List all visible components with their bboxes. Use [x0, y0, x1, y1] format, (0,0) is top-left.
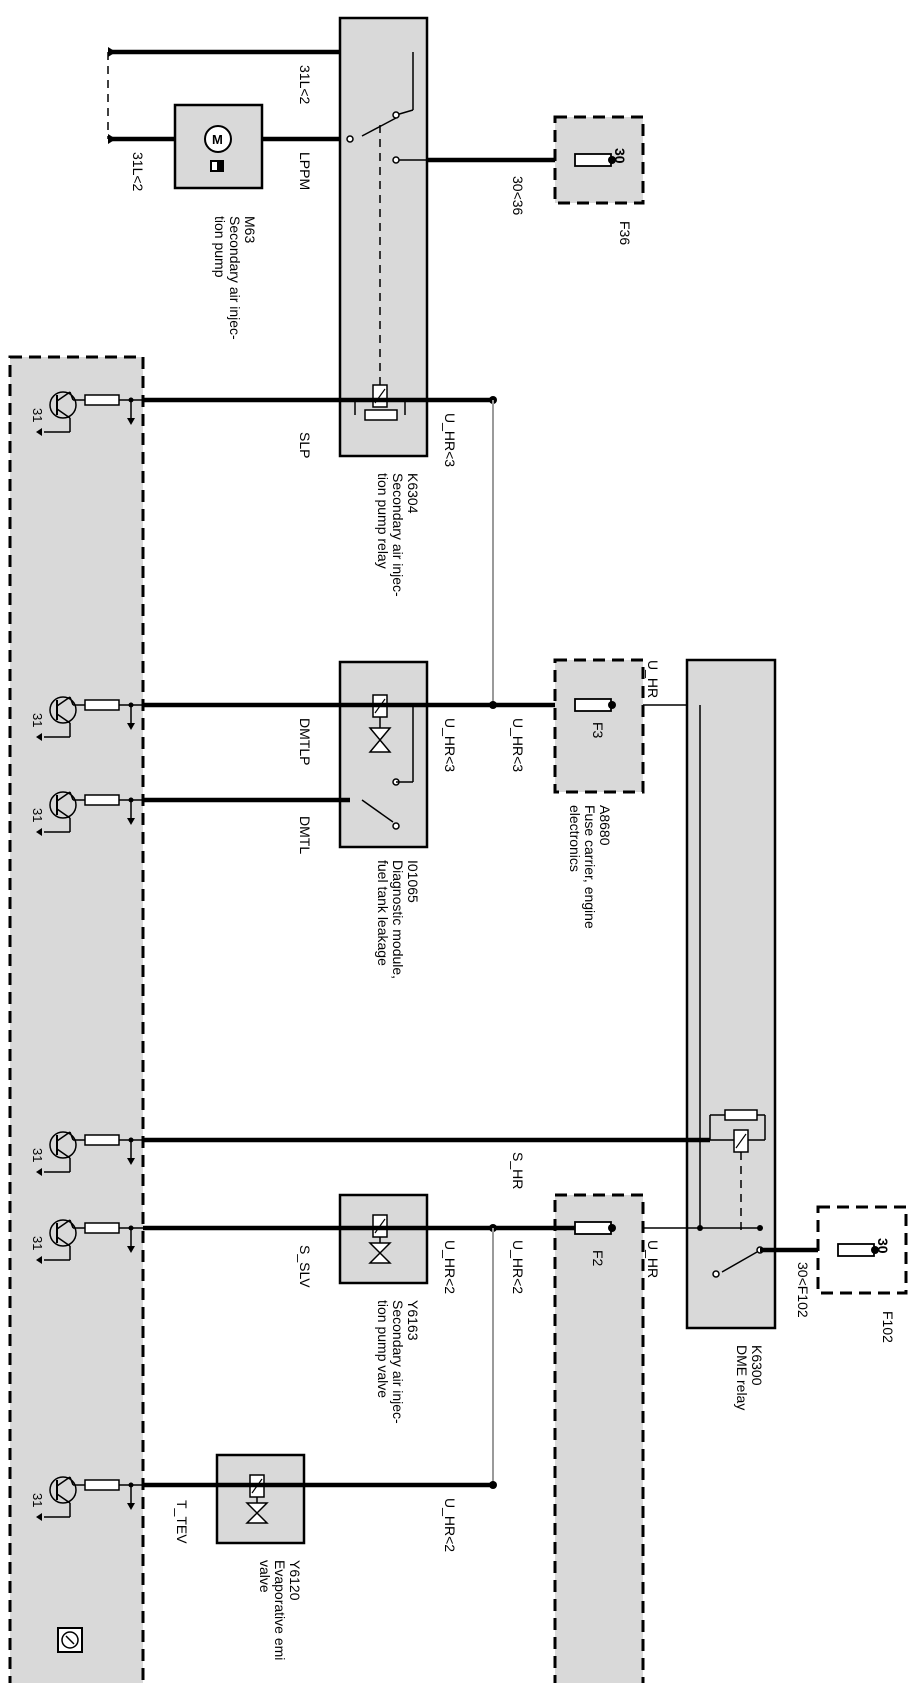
wire-label-uhr2-a: U_HR<2 — [442, 1240, 458, 1294]
wire-label-30-36: 30<36 — [510, 176, 526, 216]
y6120-valve-box — [215, 1453, 306, 1545]
dme-unit-icon — [57, 1627, 83, 1653]
k6300-name: DME relay — [734, 1345, 750, 1410]
y6120-id: Y6120 — [287, 1560, 303, 1601]
i01065-name-2: fuel tank leakage — [375, 860, 391, 966]
wire-label-slp: SLP — [297, 432, 313, 458]
wire-label-lppm: LPPM — [297, 152, 313, 190]
y6120-valve-symbol — [245, 1474, 269, 1524]
wire-label-s-slv: S_SLV — [297, 1245, 313, 1288]
k6304-id: K6304 — [405, 473, 421, 514]
f36-terminal: 30 — [612, 148, 628, 164]
wire-label-uhr2-b: U_HR<2 — [510, 1240, 526, 1294]
m63-id: M63 — [242, 216, 258, 243]
ground-driver: 31 — [30, 1476, 143, 1521]
k6300-dme-relay-box — [685, 658, 777, 1330]
wire-label-dmtl: DMTL — [297, 816, 313, 854]
wire-label-dmtlp: DMTLP — [297, 718, 313, 765]
f36-id: F36 — [617, 221, 633, 245]
ground-terminal-label: 31 — [30, 408, 45, 422]
dme-control-unit-box — [8, 355, 145, 1683]
driver-circuits: 31 31 31 31 31 31 — [30, 391, 143, 1521]
i01065-module-box — [338, 660, 429, 849]
a8680-name-2: electronics — [567, 805, 583, 872]
wire-label-s-hr: S_HR — [510, 1152, 526, 1189]
k6304-name-1: Secondary air injec- — [390, 473, 406, 597]
f2-fuse-carrier-box — [553, 1193, 645, 1683]
wire-label-uhr-a: U_HR — [645, 660, 661, 698]
f2-fuse-icon — [574, 1221, 616, 1235]
i01065-switch — [361, 705, 414, 830]
svg-text:M: M — [212, 132, 223, 147]
i01065-name-1: Diagnostic module, — [390, 860, 406, 979]
y6163-id: Y6163 — [405, 1300, 421, 1341]
f102-fuse-icon — [837, 1243, 879, 1257]
ground-terminal-label: 31 — [30, 713, 45, 727]
connector-31l-top — [108, 47, 116, 57]
ground-driver: 31 — [30, 1131, 143, 1176]
k6304-switch — [346, 52, 414, 392]
ground-terminal-label: 31 — [30, 808, 45, 822]
f102-id: F102 — [880, 1311, 896, 1343]
junction-uhr3 — [489, 701, 497, 709]
wire-label-uhr-b: U_HR — [645, 1240, 661, 1278]
ground-driver: 31 — [30, 791, 143, 836]
a8680-name-1: Fuse carrier, engine — [582, 805, 598, 929]
wire-label-31l-top: 31L<2 — [297, 65, 313, 105]
wire-label-uhr3-c: U_HR<3 — [510, 718, 526, 772]
m63-name-1: Secondary air injec- — [227, 216, 243, 340]
wire-label-uhr2-c: U_HR<2 — [442, 1498, 458, 1552]
f2-label: F2 — [590, 1250, 606, 1267]
a8680-fuse-carrier-box — [553, 658, 645, 794]
y6120-name-2: valve — [257, 1560, 273, 1593]
y6163-name-2: tion pump valve — [375, 1300, 391, 1398]
f36-fuse-icon — [574, 153, 616, 167]
i01065-id: I01065 — [405, 860, 421, 903]
y6163-name-1: Secondary air injec- — [390, 1300, 406, 1424]
k6304-name-2: tion pump relay — [375, 473, 391, 569]
ground-terminal-label: 31 — [30, 1148, 45, 1162]
a8680-id: A8680 — [597, 805, 613, 846]
ground-terminal-label: 31 — [30, 1236, 45, 1250]
f102-terminal: 30 — [875, 1238, 891, 1254]
motor-icon: M — [204, 125, 232, 172]
f3-fuse-icon — [574, 698, 616, 712]
wire-label-uhr3-a: U_HR<3 — [442, 413, 458, 467]
ground-terminal-label: 31 — [30, 1493, 45, 1507]
f3-label: F3 — [590, 722, 606, 739]
ground-driver: 31 — [30, 696, 143, 741]
y6120-name-1: Evaporative emi — [272, 1560, 288, 1660]
junction-tev — [489, 1481, 497, 1489]
wire-label-t-tev: T_TEV — [174, 1500, 190, 1544]
ground-driver: 31 — [30, 1219, 143, 1264]
wire-label-uhr3-b: U_HR<3 — [442, 718, 458, 772]
y6163-valve-box — [338, 1193, 429, 1285]
wire-label-31l-bottom: 31L<2 — [130, 152, 146, 192]
connector-31l-bottom — [108, 134, 116, 144]
m63-name-2: tion pump — [212, 216, 228, 278]
k6300-id: K6300 — [749, 1345, 765, 1386]
ground-driver: 31 — [30, 391, 143, 436]
wire-label-30-f102: 30<F102 — [795, 1262, 811, 1318]
